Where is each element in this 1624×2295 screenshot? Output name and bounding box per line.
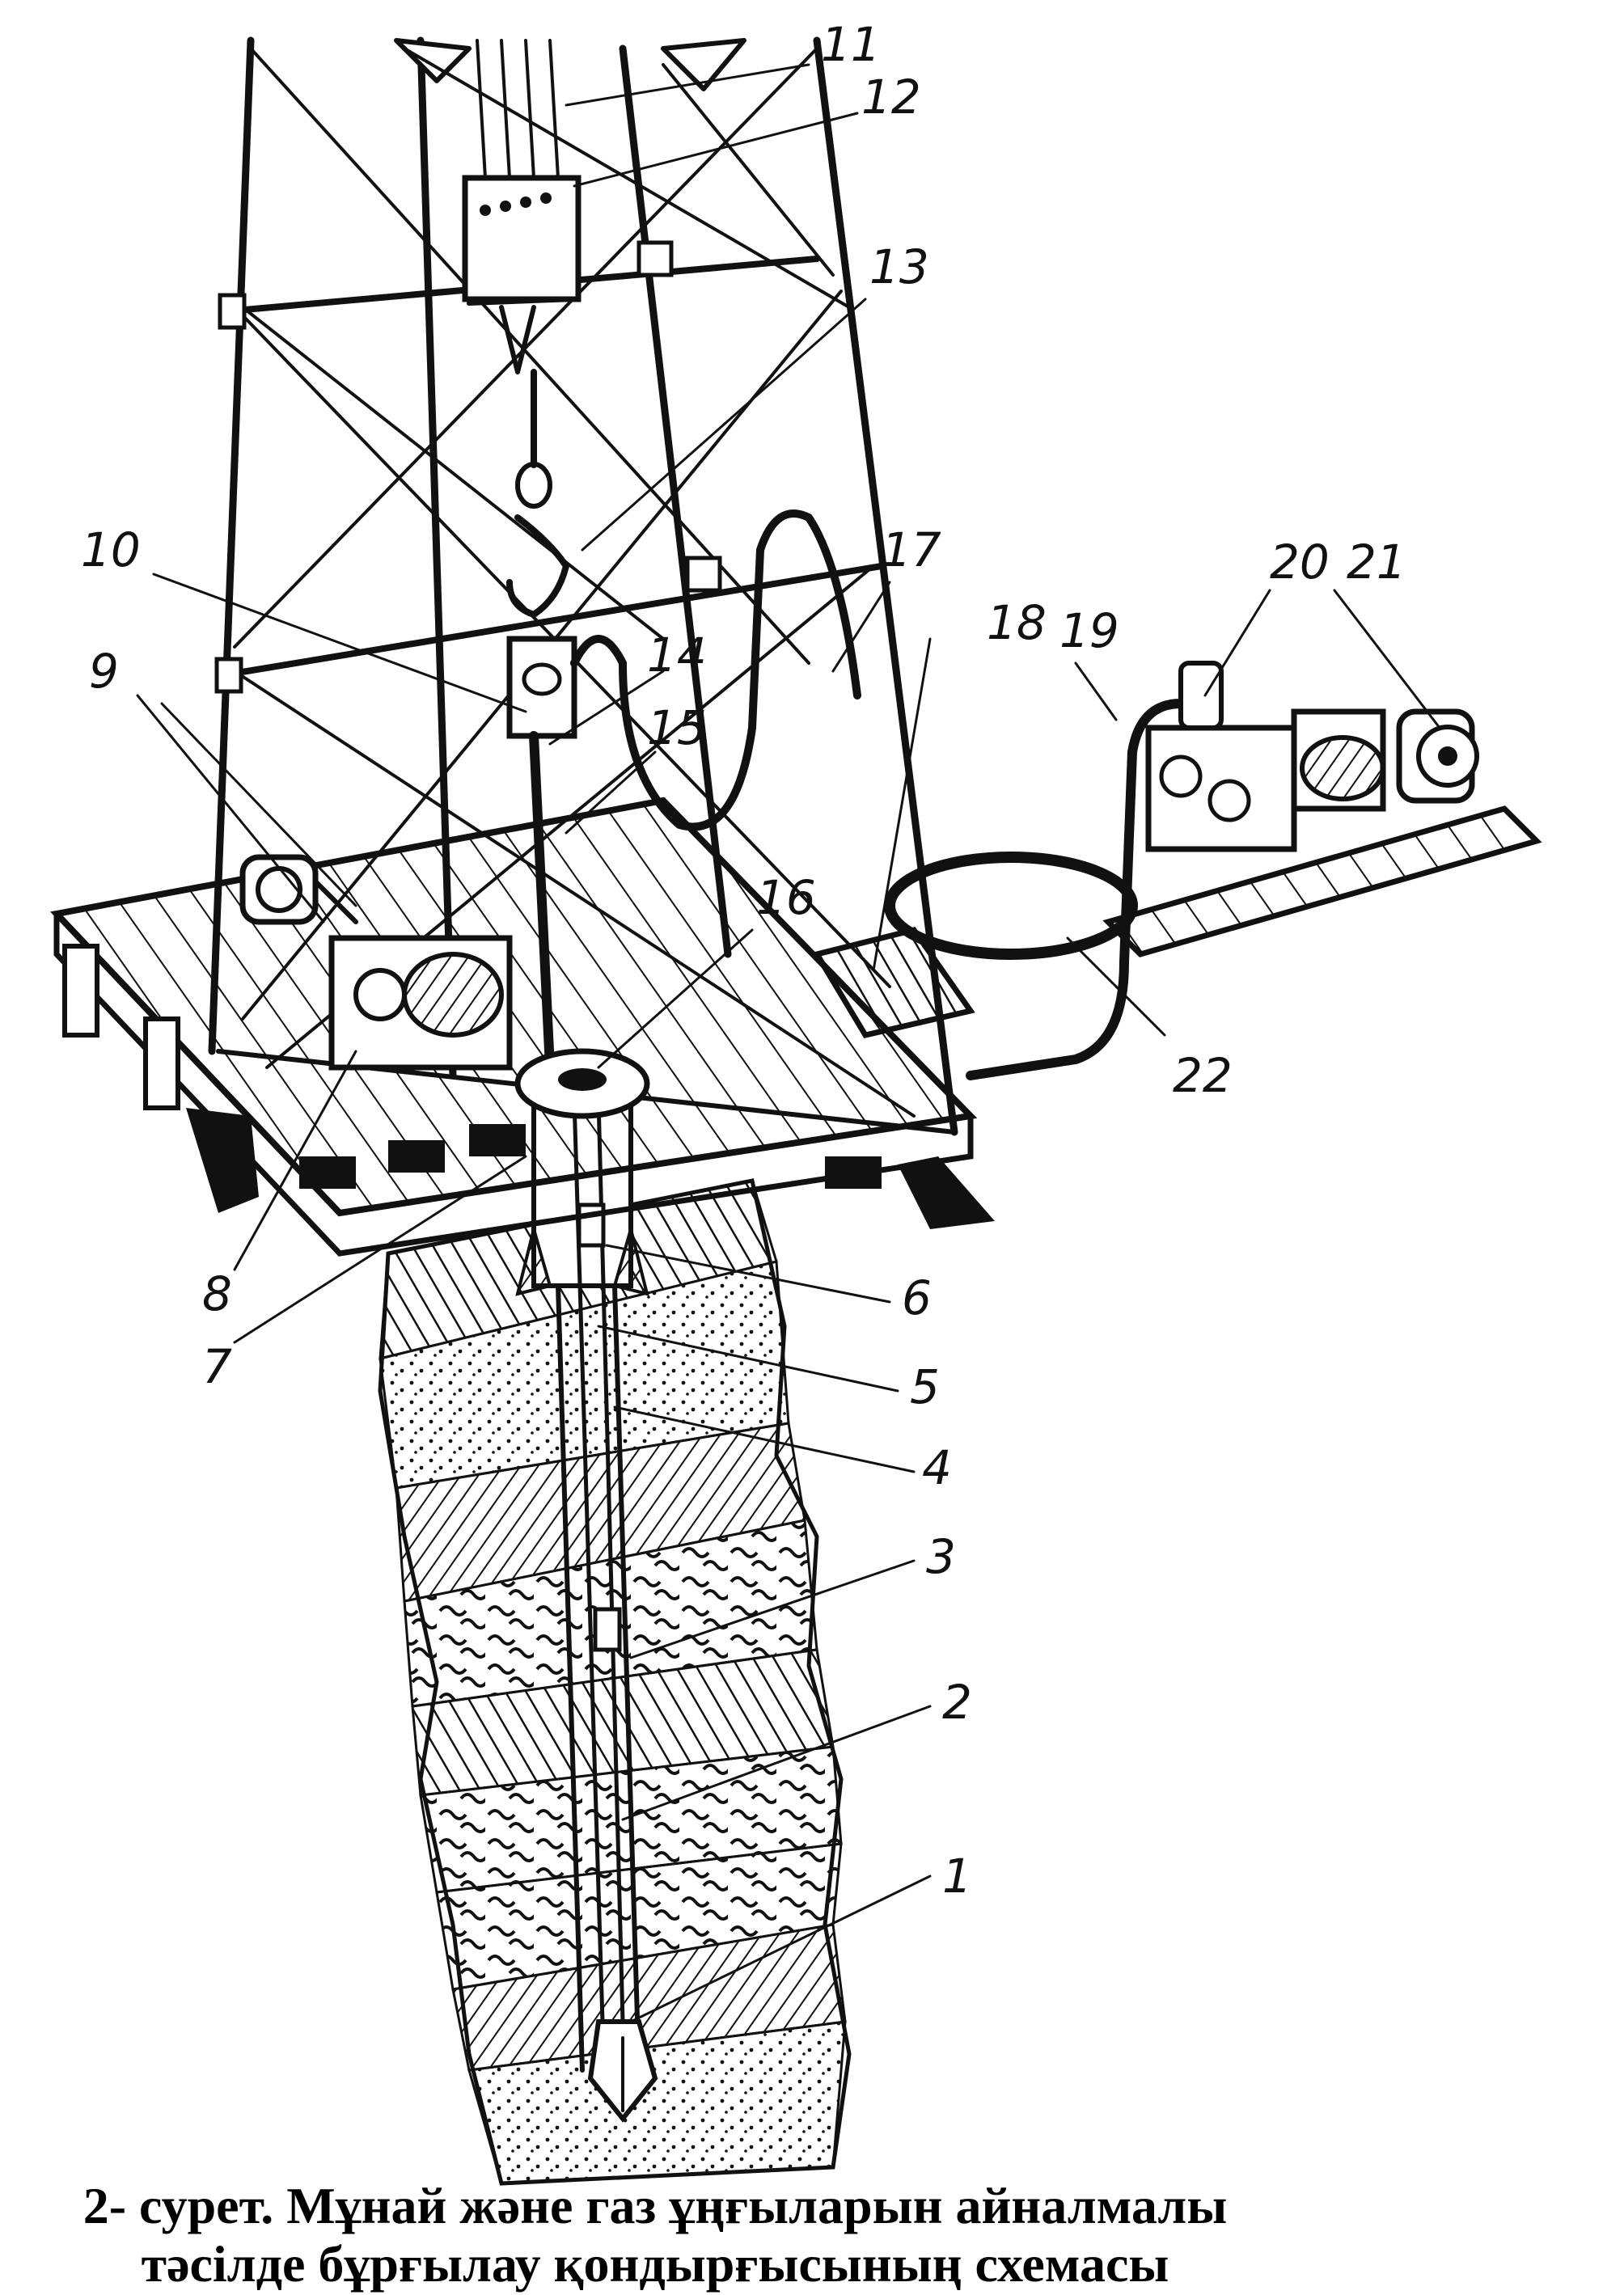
callout-13: 13 — [869, 239, 929, 294]
rotary-hose — [570, 509, 861, 831]
callout-1: 1 — [942, 1849, 972, 1904]
callout-7: 7 — [202, 1339, 232, 1394]
callout-6: 6 — [902, 1270, 932, 1325]
callout-labels: 1 2 3 4 5 6 7 8 9 10 11 12 13 14 15 16 1… — [81, 17, 1406, 1904]
callout-8: 8 — [202, 1266, 232, 1321]
figure-caption-line-1: 2- сурет. Мұнай және газ ұңғыларын айнал… — [82, 2177, 1228, 2234]
callout-11: 11 — [821, 17, 881, 72]
crown-block — [462, 175, 582, 302]
rig-floor — [50, 797, 995, 1257]
mud-tank — [812, 927, 975, 1038]
callout-20: 20 — [1270, 535, 1330, 590]
callout-4: 4 — [922, 1440, 952, 1495]
callout-18: 18 — [987, 595, 1047, 650]
callout-14: 14 — [647, 628, 707, 683]
callout-15: 15 — [647, 700, 707, 755]
callout-21: 21 — [1347, 535, 1406, 590]
hook — [506, 514, 569, 618]
callout-3: 3 — [926, 1529, 956, 1584]
figure-caption-line-2: тәсілде бұрғылау қондырғысының схемасы — [141, 2235, 1169, 2293]
callout-17: 17 — [882, 522, 941, 577]
mud-hose — [966, 699, 1186, 1080]
callout-16: 16 — [756, 870, 816, 925]
callout-2: 2 — [942, 1675, 972, 1730]
drawworks — [239, 854, 513, 1071]
hook-link — [515, 462, 552, 509]
callout-12: 12 — [861, 70, 921, 125]
well-bore — [515, 1097, 658, 2123]
callout-10: 10 — [81, 522, 141, 577]
leader-lines — [136, 63, 1441, 2023]
callout-9: 9 — [89, 644, 119, 699]
suction-line — [884, 852, 1138, 960]
callout-22: 22 — [1173, 1048, 1233, 1103]
mud-system — [812, 661, 1542, 1080]
callout-19: 19 — [1059, 603, 1119, 658]
callout-5: 5 — [910, 1359, 940, 1414]
